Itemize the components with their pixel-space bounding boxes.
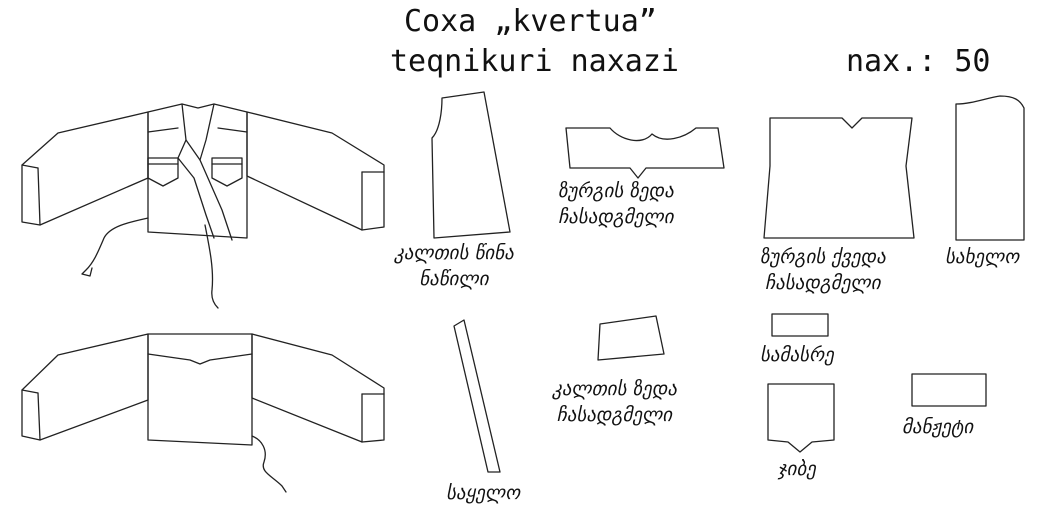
pattern-collar	[453, 319, 501, 473]
garment-back-view	[21, 333, 385, 493]
pattern-back-upper-yoke	[565, 127, 725, 179]
pattern-sleeve	[955, 95, 1025, 241]
label-cuff: მანჟეტი	[902, 416, 974, 438]
label-back-upper-yoke: ზურგის ზედა ჩასადგმელი	[558, 180, 674, 228]
label-shoulder-strap: სამასრე	[760, 344, 834, 366]
drawing-subtitle: teqnikuri naxazi	[390, 44, 679, 79]
label-front-panel: კალთის წინა ნაწილი	[394, 242, 514, 290]
pattern-back-lower-panel	[763, 117, 915, 239]
pattern-pocket	[767, 383, 835, 453]
pattern-front-upper-yoke	[597, 315, 665, 361]
label-front-upper-yoke: კალთის ზედა ჩასადგმელი	[552, 378, 677, 426]
garment-front-view	[21, 103, 385, 309]
pattern-cuff	[911, 373, 987, 407]
label-pocket: ჯიბე	[778, 458, 816, 480]
pattern-front-panel	[431, 91, 511, 239]
figure-number: nax.: 50	[846, 44, 991, 79]
label-collar: საყელო	[446, 482, 521, 504]
label-back-lower-panel: ზურგის ქვედა ჩასადგმელი	[760, 246, 886, 294]
label-sleeve: სახელო	[945, 246, 1020, 268]
pattern-shoulder-strap	[771, 313, 829, 337]
drawing-title: Coxa „kvertua”	[404, 4, 657, 39]
